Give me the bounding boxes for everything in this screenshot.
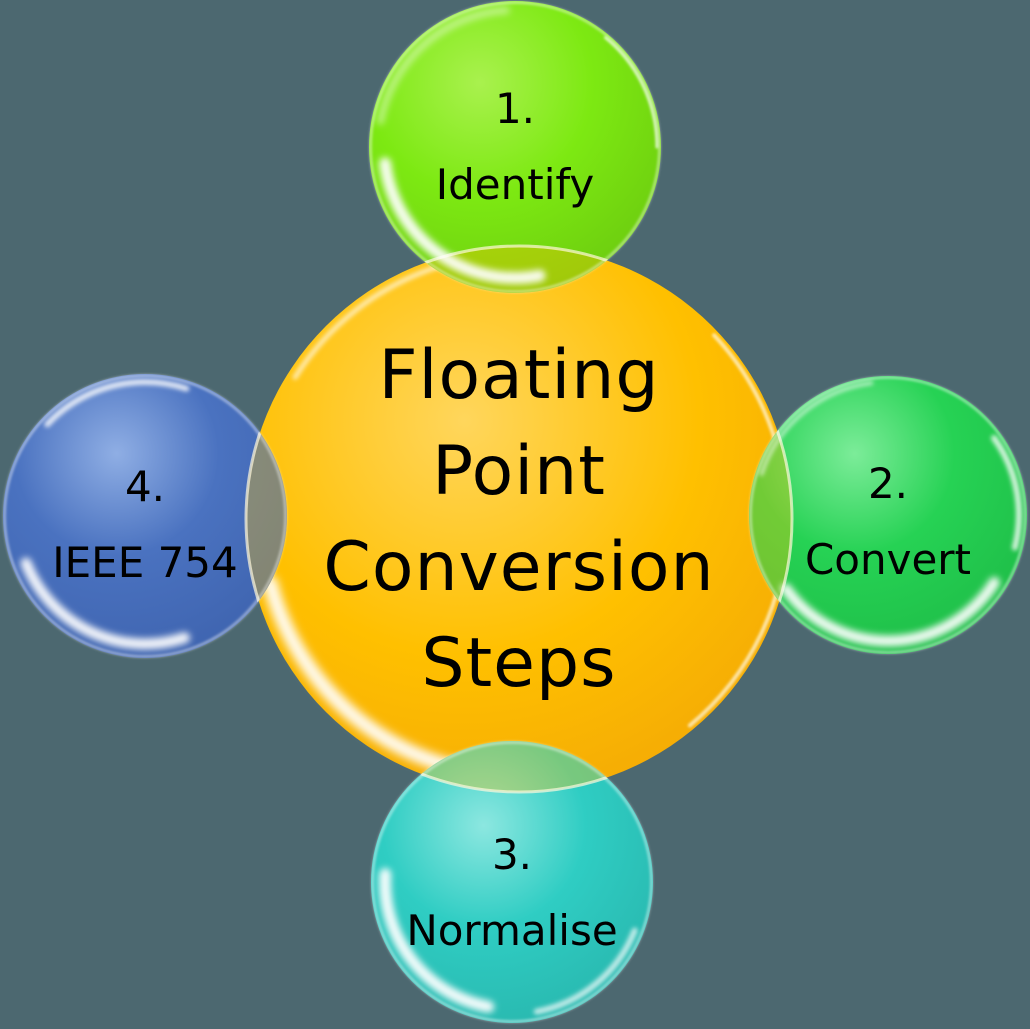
step-1-circle-group: 1. Identify bbox=[369, 1, 661, 293]
step-2-label: Convert bbox=[805, 535, 971, 584]
step-1-number: 1. bbox=[495, 84, 535, 133]
step-1-circle bbox=[369, 1, 661, 293]
step-4-label: IEEE 754 bbox=[52, 538, 238, 587]
center-title-line-4: Steps bbox=[421, 624, 616, 703]
step-3-gloss-crescent bbox=[379, 749, 645, 1015]
center-circle-group: Floating Point Conversion Steps bbox=[246, 246, 792, 792]
step-3-overlap-lens bbox=[371, 741, 653, 794]
step-2-circle bbox=[749, 376, 1027, 654]
step-3-circle-group: 3. Normalise bbox=[371, 741, 653, 1023]
step-3-glass-rim bbox=[371, 741, 653, 1023]
step-4-circle bbox=[3, 374, 287, 658]
step-4-overlap-lens bbox=[244, 374, 287, 658]
step-2-circle-group: 2. Convert bbox=[749, 376, 1027, 654]
step-4-gloss-crescent bbox=[11, 382, 279, 650]
step-2-gloss-crescent bbox=[756, 383, 1020, 647]
step-1-gloss-crescent bbox=[378, 10, 652, 284]
step-4-glass-rim bbox=[3, 374, 287, 658]
center-title-line-2: Point bbox=[432, 432, 606, 511]
step-1-overlap-lens bbox=[369, 244, 661, 293]
step-1-glass-rim bbox=[369, 1, 661, 293]
step-1-gloss-edge bbox=[371, 3, 659, 291]
center-circle bbox=[246, 246, 792, 792]
center-title-line-3: Conversion bbox=[323, 528, 714, 607]
center-title: Floating Point Conversion Steps bbox=[323, 336, 714, 703]
step-3-label: Normalise bbox=[406, 906, 617, 955]
step-4-gloss-top bbox=[8, 379, 282, 653]
step-2-number: 2. bbox=[868, 459, 908, 508]
step-2-gloss-edge bbox=[754, 381, 1022, 649]
step-3-number: 3. bbox=[492, 830, 532, 879]
step-2-overlap-lens bbox=[749, 376, 794, 654]
center-title-line-1: Floating bbox=[378, 336, 659, 415]
step-4-number: 4. bbox=[125, 462, 165, 511]
step-4-circle-group: 4. IEEE 754 bbox=[3, 374, 287, 658]
step-2-glass-rim bbox=[749, 376, 1027, 654]
step-1-label: Identify bbox=[436, 160, 595, 209]
step-3-circle bbox=[371, 741, 653, 1023]
